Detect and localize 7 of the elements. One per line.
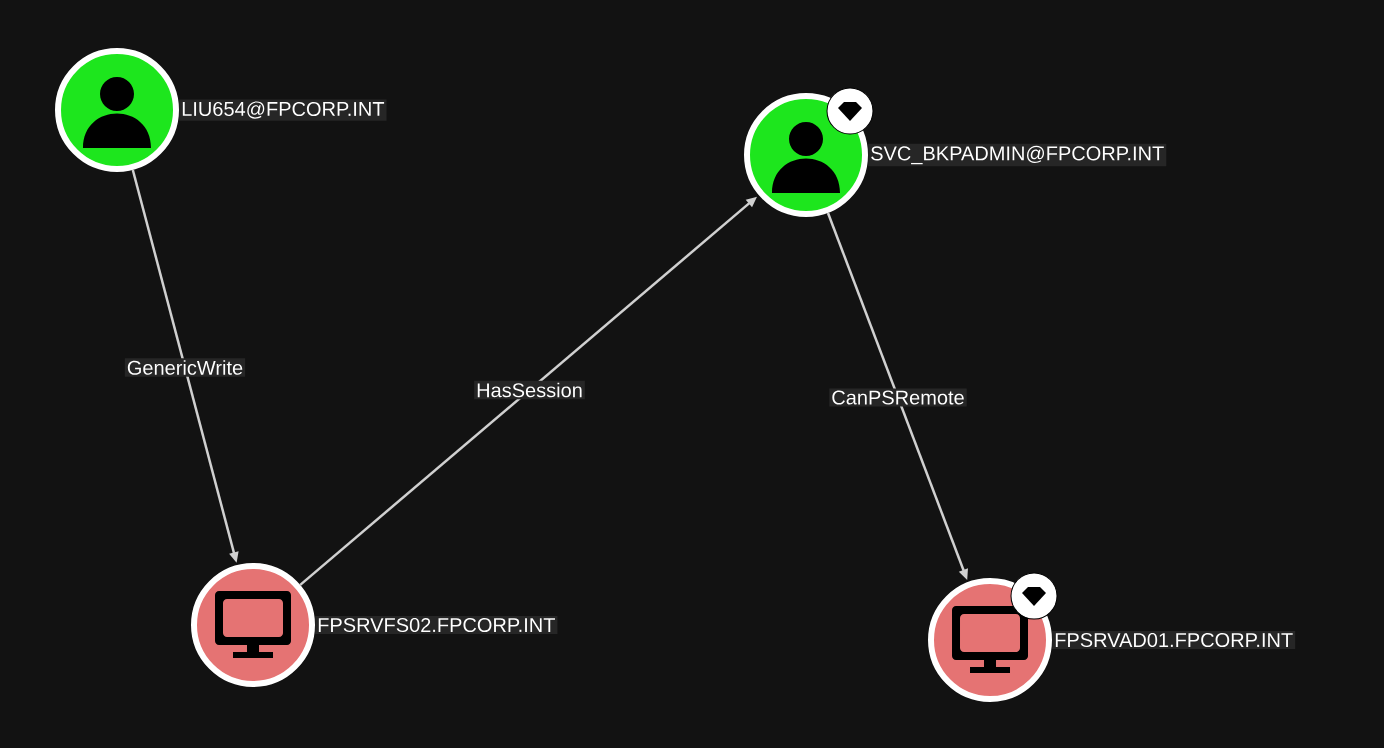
node-label: FPSRVFS02.FPCORP.INT [318,617,555,633]
node-label: FPSRVAD01.FPCORP.INT [1055,632,1293,648]
edge-label: GenericWrite [127,360,243,375]
edge-label: HasSession [477,382,582,398]
edge-label: CanPSRemote [832,390,964,405]
node-label: LIU654@FPCORP.INT [182,101,385,119]
node-label: SVC_BKPADMIN@FPCORP.INT [871,145,1164,165]
